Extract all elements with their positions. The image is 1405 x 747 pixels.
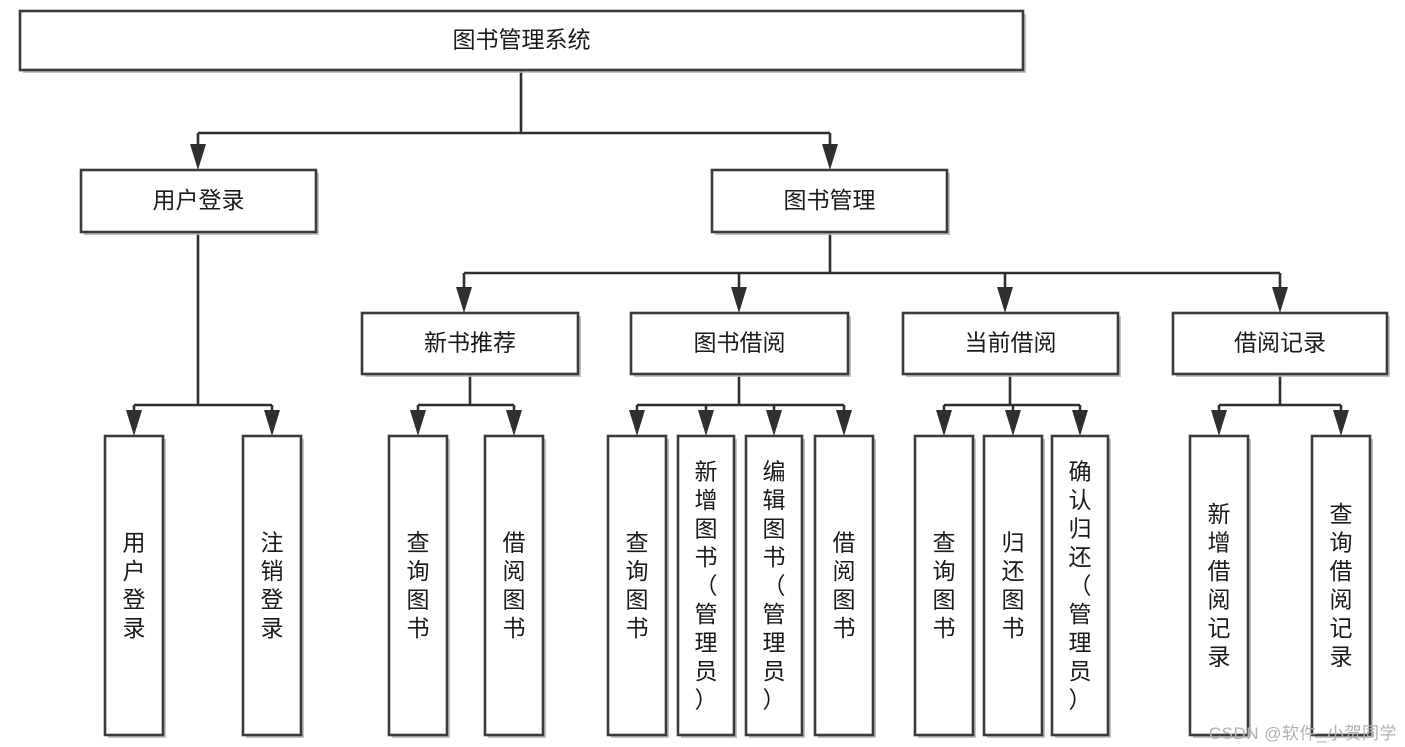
node-borrow-record[interactable]: 借阅记录 bbox=[1171, 311, 1390, 377]
arrow-arr-leaf-br-add bbox=[1211, 405, 1227, 436]
node-label: 图书管理系统 bbox=[453, 27, 591, 53]
arrow-arr-leaf-logout bbox=[264, 405, 280, 436]
node-label: 注销登录 bbox=[261, 530, 284, 642]
node-leaf-cb-confirm[interactable]: 确认归还（管理员） bbox=[1050, 434, 1111, 738]
node-leaf-bb-add[interactable]: 新增图书（管理员） bbox=[676, 434, 737, 738]
node-label: 新增图书（管理员） bbox=[695, 459, 718, 713]
node-label: 图书借阅 bbox=[694, 330, 786, 356]
node-label: 新书推荐 bbox=[424, 330, 516, 356]
node-label: 借阅图书 bbox=[833, 530, 856, 642]
arrow-arr-new-book-rec bbox=[456, 273, 472, 313]
connector-bus-root bbox=[198, 70, 830, 135]
connector-bus-book-manage bbox=[464, 232, 1280, 275]
node-label: 编辑图书（管理员） bbox=[763, 459, 786, 713]
node-layer: 图书管理系统用户登录图书管理新书推荐图书借阅当前借阅借阅记录用户登录注销登录查询… bbox=[18, 9, 1390, 738]
node-leaf-bb-query[interactable]: 查询图书 bbox=[606, 434, 669, 738]
arrow-arr-leaf-bb-query bbox=[629, 405, 645, 436]
node-leaf-cb-query[interactable]: 查询图书 bbox=[913, 434, 976, 738]
node-label: 图书管理 bbox=[784, 187, 876, 213]
arrow-arr-user-login bbox=[190, 133, 206, 170]
arrow-arr-book-borrow bbox=[731, 273, 747, 313]
connector-bus-user-login bbox=[134, 232, 272, 407]
arrow-arr-leaf-bb-borrow bbox=[836, 405, 852, 436]
node-label: 查询借阅记录 bbox=[1330, 501, 1353, 670]
node-leaf-br-query[interactable]: 查询借阅记录 bbox=[1310, 434, 1373, 738]
node-new-book-rec[interactable]: 新书推荐 bbox=[360, 311, 581, 377]
node-label: 归还图书 bbox=[1002, 530, 1025, 642]
arrow-arr-leaf-cb-query bbox=[936, 405, 952, 436]
arrow-arr-current-borrow bbox=[997, 273, 1013, 313]
arrow-arr-leaf-cb-confirm bbox=[1072, 405, 1088, 436]
connector-bus-new-book-rec bbox=[418, 374, 514, 407]
node-label: 用户登录 bbox=[123, 530, 146, 642]
connector-bus-current-borrow bbox=[944, 374, 1080, 407]
arrow-arr-leaf-br-query bbox=[1333, 405, 1349, 436]
node-user-login[interactable]: 用户登录 bbox=[79, 168, 319, 235]
node-label: 借阅记录 bbox=[1234, 330, 1326, 356]
node-book-borrow[interactable]: 图书借阅 bbox=[629, 311, 851, 377]
connector-layer bbox=[126, 70, 1349, 436]
node-leaf-rec-query[interactable]: 查询图书 bbox=[387, 434, 450, 738]
arrow-arr-leaf-user-login bbox=[126, 405, 142, 436]
node-label: 查询图书 bbox=[626, 530, 649, 642]
node-book-manage[interactable]: 图书管理 bbox=[710, 168, 950, 235]
arrow-arr-leaf-bb-add bbox=[698, 405, 714, 436]
node-root[interactable]: 图书管理系统 bbox=[18, 9, 1026, 73]
node-label: 查询图书 bbox=[933, 530, 956, 642]
arrow-arr-leaf-cb-return bbox=[1005, 405, 1021, 436]
node-leaf-user-login[interactable]: 用户登录 bbox=[103, 434, 166, 738]
node-leaf-cb-return[interactable]: 归还图书 bbox=[982, 434, 1045, 738]
arrow-arr-leaf-rec-borrow bbox=[506, 405, 522, 436]
connector-bus-book-borrow bbox=[637, 374, 844, 407]
node-current-borrow[interactable]: 当前借阅 bbox=[901, 311, 1121, 377]
connector-bus-borrow-record bbox=[1219, 374, 1341, 407]
arrow-arr-leaf-bb-edit bbox=[766, 405, 782, 436]
node-leaf-br-add[interactable]: 新增借阅记录 bbox=[1188, 434, 1251, 738]
node-label: 借阅图书 bbox=[503, 530, 526, 642]
node-leaf-logout[interactable]: 注销登录 bbox=[241, 434, 304, 738]
node-leaf-bb-borrow[interactable]: 借阅图书 bbox=[813, 434, 876, 738]
node-label: 确认归还（管理员） bbox=[1069, 459, 1092, 713]
arrow-arr-book-manage bbox=[822, 133, 838, 170]
node-label: 新增借阅记录 bbox=[1208, 501, 1231, 670]
node-leaf-rec-borrow[interactable]: 借阅图书 bbox=[483, 434, 546, 738]
node-label: 查询图书 bbox=[407, 530, 430, 642]
node-label: 用户登录 bbox=[153, 187, 245, 213]
node-label: 当前借阅 bbox=[965, 330, 1057, 356]
node-leaf-bb-edit[interactable]: 编辑图书（管理员） bbox=[744, 434, 805, 738]
arrow-arr-leaf-rec-query bbox=[410, 405, 426, 436]
arrow-arr-borrow-record bbox=[1272, 273, 1288, 313]
